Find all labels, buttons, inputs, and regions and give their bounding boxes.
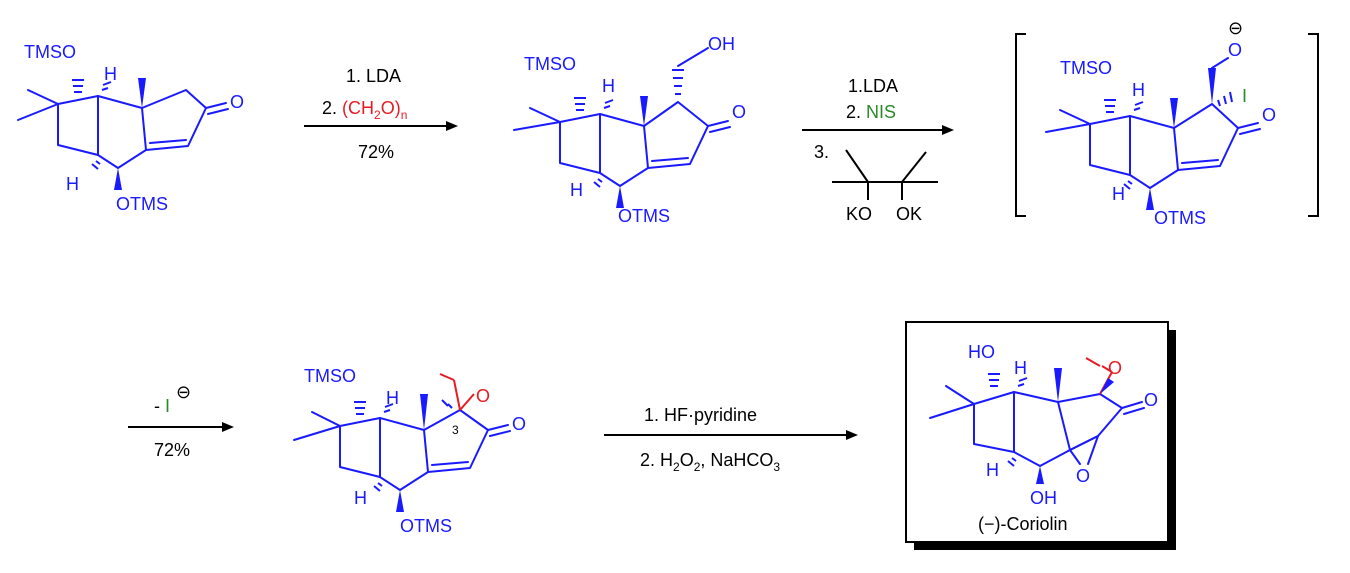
negative-charge: ⊖ <box>1228 18 1243 38</box>
carbonyl-o-label: O <box>1262 105 1276 125</box>
starting-material: TMSO H O H OTMS <box>17 42 244 214</box>
c3-label: 3 <box>452 423 459 437</box>
product-name: (−)-Coriolin <box>978 514 1068 534</box>
ko-label: KO <box>846 204 872 224</box>
reaction-arrow-1: 1. LDA 2. (CH2O)n 72% <box>304 66 458 162</box>
iodo-alkoxide-intermediate: TMSO H O H OTMS O ⊖ I <box>1015 18 1319 228</box>
h-label: H <box>104 64 117 84</box>
iodine-label: I <box>1242 86 1247 106</box>
ho-label: HO <box>968 342 995 362</box>
hydroxymethyl-intermediate: TMSO H O H OTMS OH <box>513 34 746 226</box>
reagent-lda: 1.LDA <box>848 76 898 96</box>
h-label: H <box>1014 358 1027 378</box>
epoxide-o-label: O <box>1076 466 1090 486</box>
h-label: H <box>570 180 583 200</box>
h-label: H <box>1112 184 1125 204</box>
spiro-epoxide-o-label: O <box>1108 358 1122 378</box>
product-box <box>905 321 1176 550</box>
reagent-hf-pyridine: 1. HF·pyridine <box>644 405 757 425</box>
tmso-label: TMSO <box>24 42 76 62</box>
iodide-loss: - I <box>154 396 170 416</box>
yield-3: 72% <box>154 440 190 460</box>
reagent-nis: 2. NIS <box>846 102 896 122</box>
carbonyl-o-label: O <box>512 414 526 434</box>
iodide-charge: ⊖ <box>176 382 191 402</box>
carbonyl-o-label: O <box>230 92 244 112</box>
epoxide-o-label: O <box>476 386 490 406</box>
tmso-label: TMSO <box>304 366 356 386</box>
reagent-formaldehyde: 2. (CH2O)n <box>322 98 407 122</box>
h-label: H <box>986 460 999 480</box>
h-label: H <box>602 76 615 96</box>
tmso-label: TMSO <box>1060 58 1112 78</box>
tmso-label: TMSO <box>524 54 576 74</box>
reaction-arrow-4: 1. HF·pyridine 2. H2O2, NaHCO3 <box>604 405 858 474</box>
reaction-arrow-2: 1.LDA 2. NIS 3. KO OK <box>802 76 954 224</box>
otms-label: OTMS <box>400 516 452 536</box>
h-label: H <box>386 388 399 408</box>
h-label: H <box>66 174 79 194</box>
reaction-arrow-3: - I ⊖ 72% <box>128 382 234 460</box>
oh-label: OH <box>708 34 735 54</box>
reagent-peroxide: 2. H2O2, NaHCO3 <box>640 450 780 474</box>
carbonyl-o-label: O <box>1144 390 1158 410</box>
h-label: H <box>354 488 367 508</box>
carbonyl-o-label: O <box>732 102 746 122</box>
reagent-3: 3. <box>814 142 829 162</box>
alkoxide-o-label: O <box>1228 40 1242 60</box>
coriolin-structure: HO H O H OH O O <box>929 342 1158 508</box>
otms-label: OTMS <box>116 194 168 214</box>
h-label: H <box>1132 80 1145 100</box>
oh-label: OH <box>1030 488 1057 508</box>
pinacolate-structure: KO OK <box>832 149 938 224</box>
epoxide-intermediate: TMSO H O H OTMS O 3 <box>293 366 526 536</box>
yield-1: 72% <box>358 142 394 162</box>
otms-label: OTMS <box>618 206 670 226</box>
ok-label: OK <box>896 204 922 224</box>
reagent-lda: 1. LDA <box>346 66 401 86</box>
otms-label: OTMS <box>1154 208 1206 228</box>
